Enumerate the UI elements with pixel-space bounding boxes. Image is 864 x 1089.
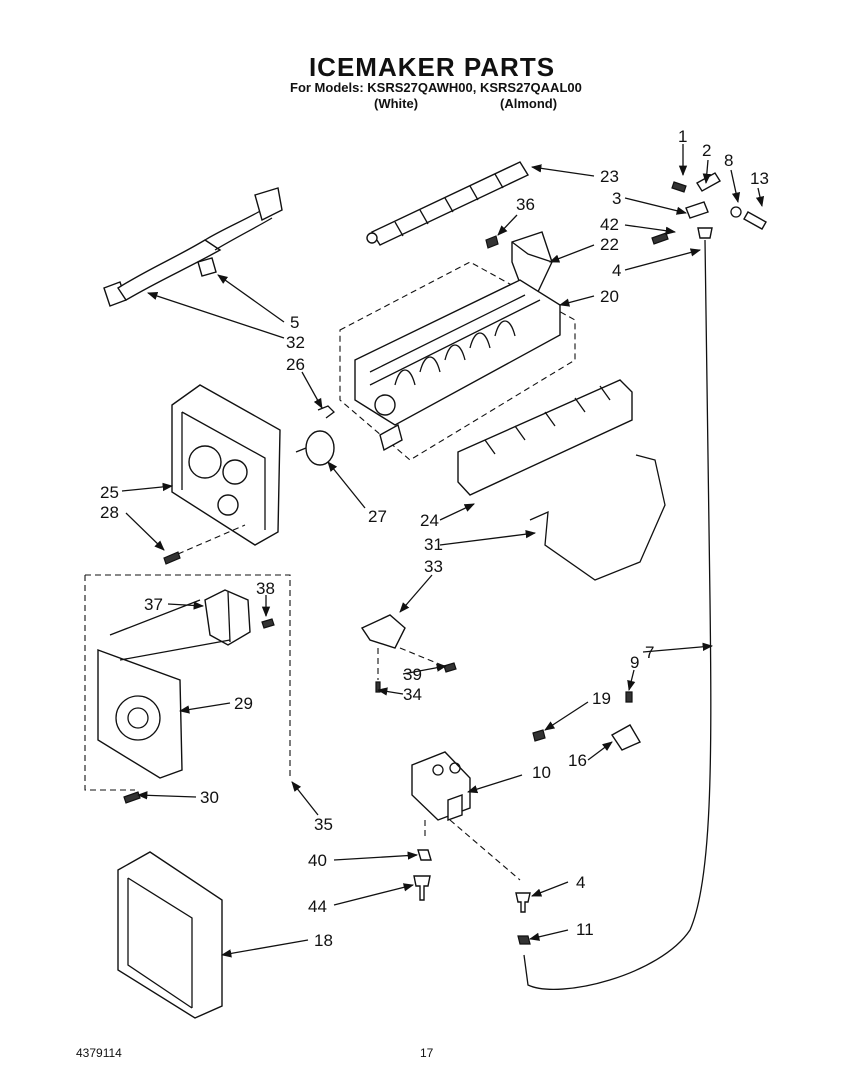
callout-4-upper: 4	[612, 261, 621, 280]
callout-44: 44	[308, 897, 327, 916]
screw-28	[163, 551, 181, 565]
wiring-harness-part	[103, 187, 283, 307]
callout-30: 30	[200, 788, 219, 807]
screw-19	[532, 729, 546, 742]
callout-31: 31	[424, 535, 443, 554]
callout-16: 16	[568, 751, 587, 770]
callout-24: 24	[420, 511, 439, 530]
callout-19: 19	[592, 689, 611, 708]
callout-11: 11	[576, 920, 594, 939]
callout-2: 2	[702, 141, 711, 160]
document-id: 4379114	[76, 1046, 122, 1060]
callout-13: 13	[750, 169, 769, 188]
nut-11	[517, 935, 531, 945]
motor-module-group	[84, 574, 291, 804]
callout-27: 27	[368, 507, 387, 526]
callout-8: 8	[724, 151, 733, 170]
page-title: ICEMAKER PARTS	[308, 52, 556, 82]
mold-assembly-part	[339, 261, 576, 461]
callout-18: 18	[314, 931, 333, 950]
fitting-4-lower	[515, 892, 531, 913]
page-number: 17	[420, 1046, 434, 1060]
ejector-part	[366, 161, 530, 246]
fitting-44	[413, 875, 431, 901]
variant-white: (White)	[374, 96, 419, 111]
callout-33: 33	[424, 557, 443, 576]
callout-32: 32	[286, 333, 305, 352]
callout-38: 38	[256, 579, 275, 598]
water-tube-part	[523, 239, 712, 990]
callout-34: 34	[403, 685, 422, 704]
callout-10: 10	[532, 763, 551, 782]
callout-42: 42	[600, 215, 619, 234]
control-housing-part	[171, 384, 281, 546]
callout-4-lower: 4	[576, 873, 585, 892]
callout-37: 37	[144, 595, 163, 614]
shutoff-arm-part	[529, 454, 666, 581]
screw-36	[485, 235, 499, 249]
callout-29: 29	[234, 694, 253, 713]
nut-40	[417, 849, 432, 861]
callout-40: 40	[308, 851, 327, 870]
water-valve-part	[411, 751, 521, 881]
clip-26	[317, 405, 335, 419]
callout-5: 5	[290, 313, 299, 332]
callout-9: 9	[630, 653, 639, 672]
callout-3: 3	[612, 189, 621, 208]
variant-almond: (Almond)	[500, 96, 558, 111]
callout-28: 28	[100, 503, 119, 522]
callout-7: 7	[645, 643, 654, 662]
ice-stripper-part	[457, 379, 633, 496]
callout-36: 36	[516, 195, 535, 214]
callout-26: 26	[286, 355, 305, 374]
callout-39: 39	[403, 665, 422, 684]
screw-9	[625, 691, 633, 703]
leader-lines	[121, 144, 765, 958]
callout-35: 35	[314, 815, 333, 834]
callout-20: 20	[600, 287, 619, 306]
callout-1: 1	[678, 127, 687, 146]
callout-25: 25	[100, 483, 119, 502]
callout-labels: 1 2 8 13 3 42 4 23 36 22 20 5 32 26 25 2…	[100, 127, 769, 950]
thermostat-part	[295, 430, 335, 466]
callout-22: 22	[600, 235, 619, 254]
callout-23: 23	[600, 167, 619, 186]
clamp-16	[610, 724, 642, 751]
models-line: For Models: KSRS27QAWH00, KSRS27QAAL00	[290, 80, 582, 95]
ice-bin-part	[117, 851, 223, 1019]
